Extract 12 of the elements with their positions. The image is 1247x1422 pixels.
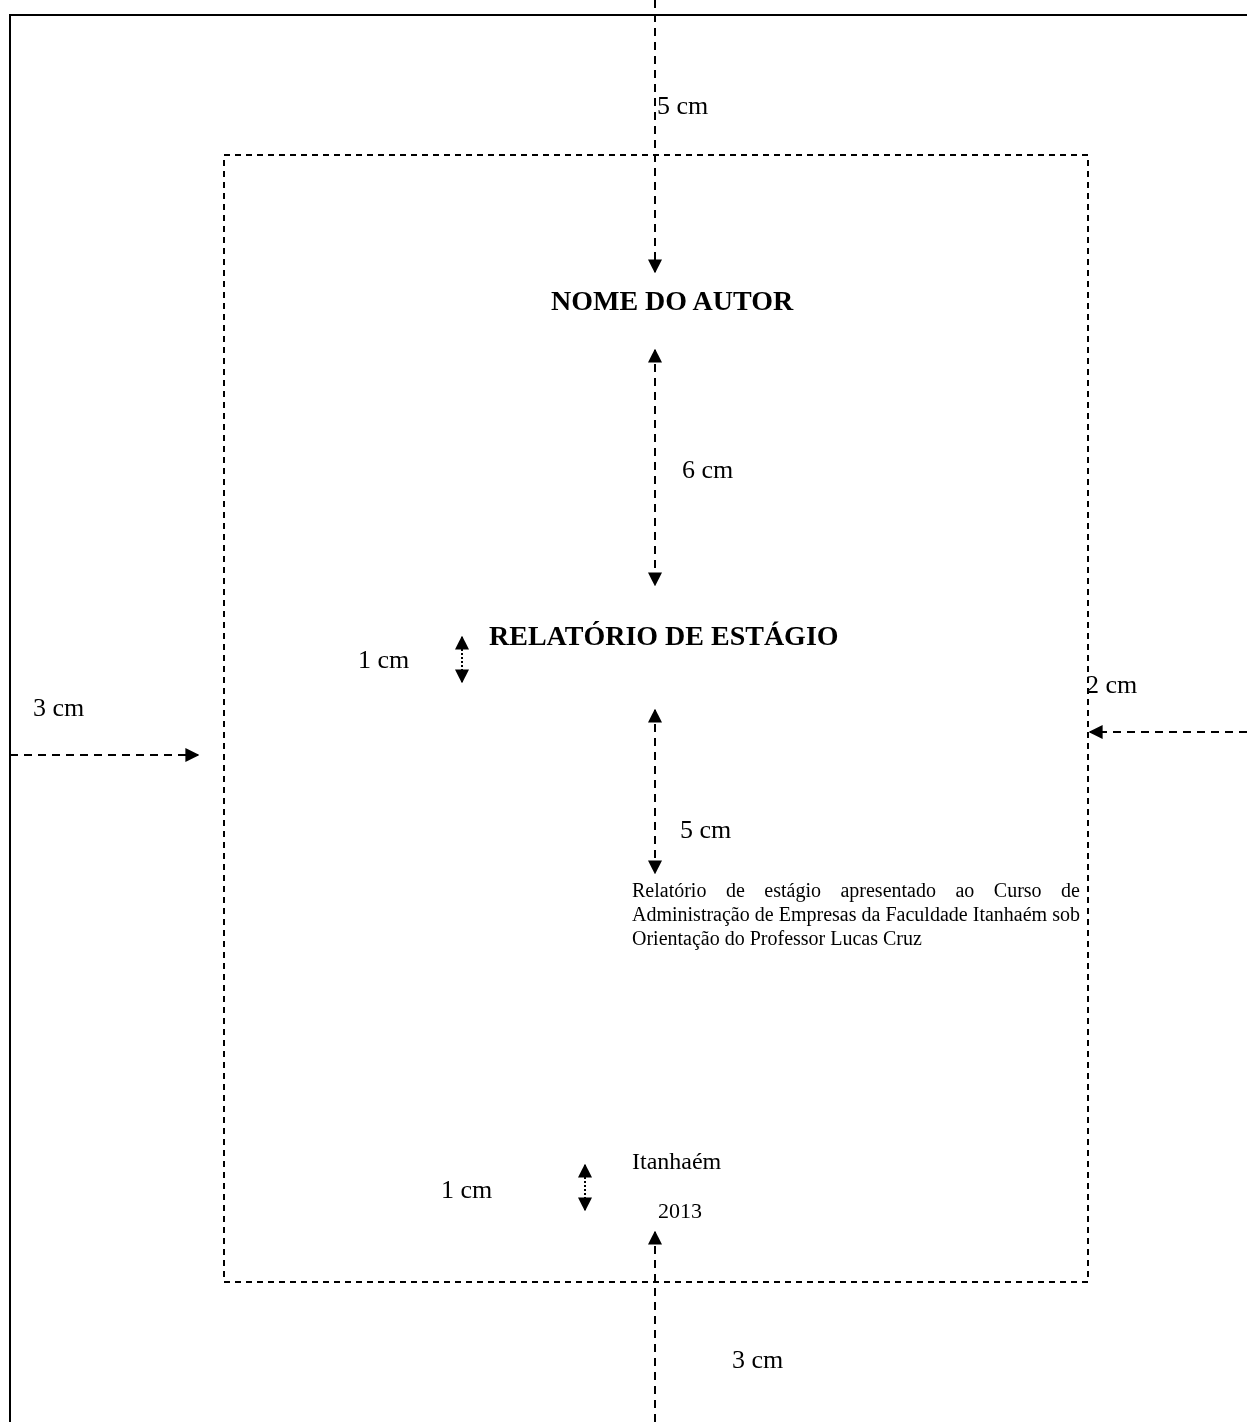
dimension-label: 5 cm bbox=[680, 814, 732, 846]
city-name: Itanhaém bbox=[632, 1147, 722, 1176]
dimension-label: 1 cm bbox=[441, 1174, 493, 1206]
year-text: 2013 bbox=[658, 1197, 702, 1225]
dimension-label: 1 cm bbox=[358, 644, 410, 676]
description-paragraph: Relatório de estágio apresentado ao Curso de Administração de Empresas da Faculdade Itanhaém sob Orientação do Professor Lucas Cruz bbox=[632, 878, 1080, 950]
dimension-label: 6 cm bbox=[682, 454, 734, 486]
report-title: RELATÓRIO DE ESTÁGIO bbox=[489, 619, 839, 653]
dimension-label: 5 cm bbox=[657, 90, 709, 122]
dimension-label: 3 cm bbox=[33, 692, 85, 724]
author-name: NOME DO AUTOR bbox=[551, 284, 794, 318]
dimension-label: 3 cm bbox=[732, 1344, 784, 1376]
